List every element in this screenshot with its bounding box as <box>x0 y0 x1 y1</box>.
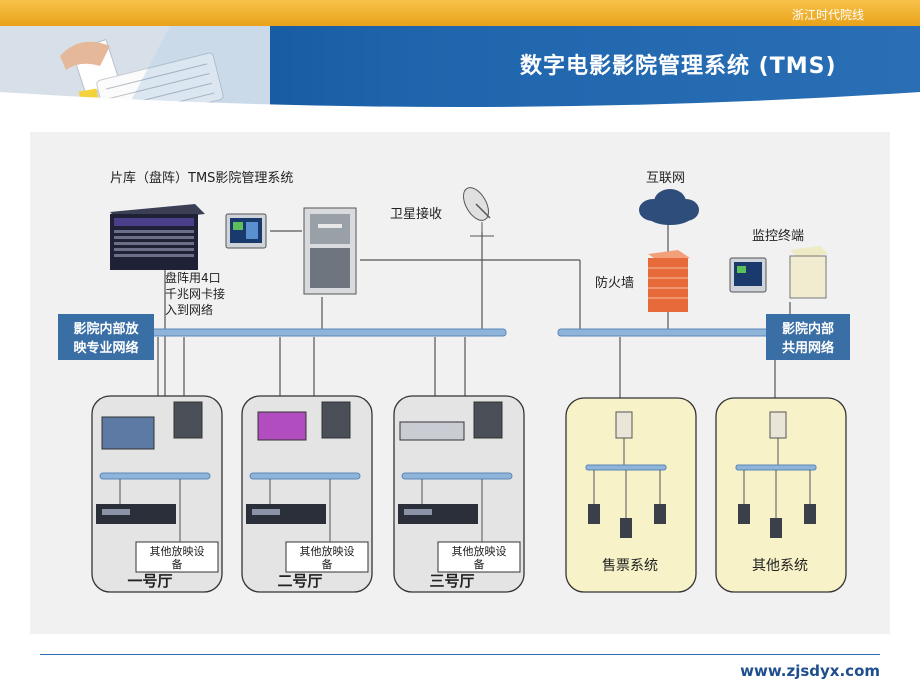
footer-url[interactable]: www.zjsdyx.com <box>740 662 880 680</box>
hall-1-label: 一号厅 <box>127 572 172 590</box>
inner-network-label: 影院内部放 映专业网络 <box>58 314 154 360</box>
hall-3-panel: 其他放映设 备 三号厅 <box>393 395 525 593</box>
svg-text:映专业网络: 映专业网络 <box>73 340 138 356</box>
svg-text:其他放映设: 其他放映设 <box>150 544 205 558</box>
top-accent-bar: 浙江时代院线 <box>0 0 920 26</box>
firewall-label: 防火墙 <box>595 275 634 291</box>
monitor-terminal-label: 监控终端 <box>752 228 804 244</box>
disk-array-icon <box>110 204 205 270</box>
tms-monitor-icon <box>225 213 267 249</box>
svg-text:影院内部: 影院内部 <box>782 321 834 337</box>
hall-1-panel: 其他放映设 备 一号厅 <box>91 395 223 593</box>
banner-swoosh <box>0 92 920 132</box>
hall-2-panel: 其他放映设 备 二号厅 <box>241 395 373 593</box>
ticketing-label: 售票系统 <box>602 558 658 574</box>
svg-text:其他放映设: 其他放映设 <box>300 544 355 558</box>
tms-server-icon <box>303 207 357 295</box>
header-banner: 数字电影影院管理系统 (TMS) <box>0 26 920 122</box>
hall-3-label: 三号厅 <box>429 572 474 590</box>
svg-text:备: 备 <box>474 557 485 571</box>
satellite-dish-icon <box>463 187 494 237</box>
satellite-label: 卫星接收 <box>390 206 442 222</box>
internet-label: 互联网 <box>646 171 685 186</box>
brand-label: 浙江时代院线 <box>791 8 864 22</box>
internet-cloud-icon <box>639 189 699 225</box>
svg-text:影院内部放: 影院内部放 <box>73 321 139 337</box>
shared-network-label: 影院内部 共用网络 <box>766 314 850 360</box>
keyboard-photo-icon <box>0 26 270 122</box>
other-systems-label: 其他系统 <box>752 558 808 574</box>
tms-network-diagram: 影院内部放 映专业网络 影院内部 共用网络 片库（盘阵）TMS影院管理系统 盘阵… <box>30 132 890 634</box>
svg-text:其他放映设: 其他放映设 <box>452 544 507 558</box>
firewall-icon <box>648 250 690 312</box>
footer-divider <box>40 654 880 655</box>
raid-note-line-2: 千兆网卡接 <box>165 286 225 301</box>
monitor-terminal-icon <box>729 246 828 299</box>
ticketing-system-panel: 售票系统 <box>565 397 697 593</box>
library-label: 片库（盘阵）TMS影院管理系统 <box>110 170 293 186</box>
other-systems-panel: 其他系统 <box>715 397 847 593</box>
raid-note-line-1: 盘阵用4口 <box>165 270 221 285</box>
svg-text:共用网络: 共用网络 <box>782 340 834 356</box>
svg-text:备: 备 <box>172 557 183 571</box>
svg-text:备: 备 <box>322 557 333 571</box>
hall-2-label: 二号厅 <box>277 572 322 590</box>
raid-note-line-3: 入到网络 <box>165 302 213 317</box>
page-title: 数字电影影院管理系统 (TMS) <box>520 54 837 79</box>
